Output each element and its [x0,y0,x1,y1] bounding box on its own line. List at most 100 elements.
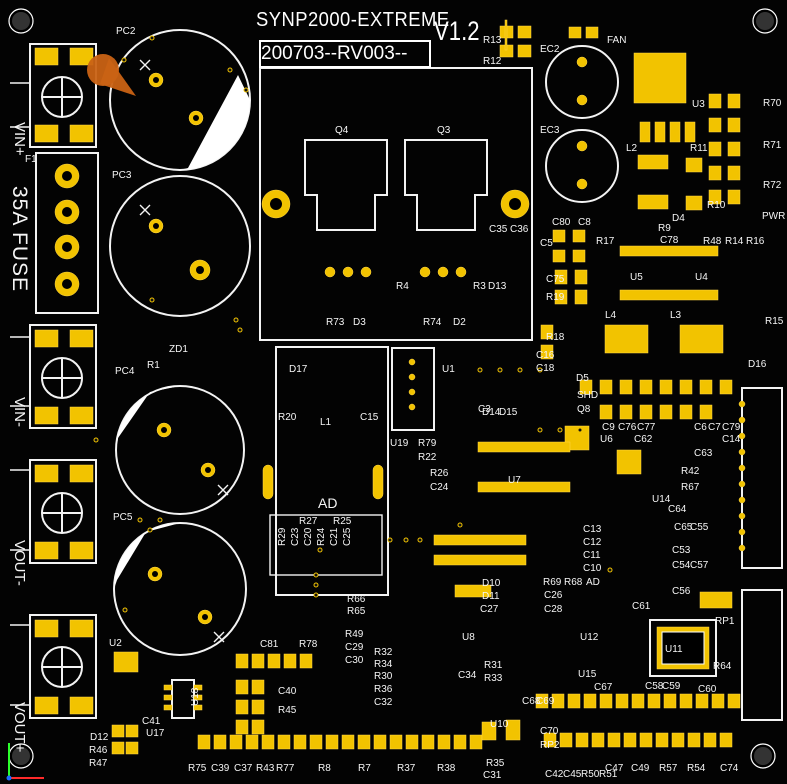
label-c10: C10 [583,563,602,574]
label-c59: C59 [662,681,681,692]
label-c60: C60 [698,684,717,695]
label-r78: R78 [299,639,318,650]
label-c79: C79 [722,422,741,433]
label-c21: C21 [329,527,340,546]
label-c20: C20 [303,527,314,546]
label-r74: R74 [423,317,442,328]
label-c5: C5 [540,238,553,249]
label-r70: R70 [763,98,782,109]
label-u6: U6 [600,434,613,445]
label-u1: U1 [442,364,455,375]
label-r50: R50 [581,769,600,780]
label-r15: R15 [765,316,784,327]
terminal-label-vout-plus: VOUT+ [11,702,28,753]
label-r19: R19 [546,292,565,303]
terminal-blocks [10,43,97,719]
label-c69: C69 [536,696,555,707]
label-u4: U4 [695,272,708,283]
label-f1: F1 [25,154,37,165]
label-c32: C32 [374,697,393,708]
label-r66: R66 [347,594,366,605]
label-r49: R49 [345,629,364,640]
label-fan: FAN [607,35,626,46]
label-r18: R18 [546,332,565,343]
label-r14: R14 [725,236,744,247]
label-r45: R45 [278,705,297,716]
label-r22: R22 [418,452,437,463]
label-u2: U2 [109,638,122,649]
label-pc2: PC2 [116,26,136,37]
label-r26: R26 [430,468,449,479]
label-ad-small: AD [586,577,600,588]
board-revision: 200703--RV003-- [259,40,431,68]
label-c9: C9 [602,422,615,433]
label-r8: R8 [318,763,331,774]
terminal-labels: VIN+ VIN- VOUT- VOUT+ 35A FUSE [8,122,31,753]
terminal-label-vin-minus: VIN- [11,397,28,427]
label-r65: R65 [347,606,366,617]
label-u18: U18 [190,687,201,706]
label-r34: R34 [374,659,393,670]
label-c29: C29 [345,642,364,653]
label-c11: C11 [583,550,601,561]
label-r73: R73 [326,317,345,328]
label-ec2: EC2 [540,44,560,55]
label-c58: C58 [645,681,664,692]
label-c30: C30 [345,655,364,666]
label-c67: C67 [594,682,613,693]
label-u19: U19 [390,438,409,449]
label-c28: C28 [544,604,563,615]
label-r16: R16 [746,236,765,247]
label-zd1: ZD1 [169,344,188,355]
label-d2: D2 [453,317,466,328]
board-version: V1.2 [434,16,480,46]
label-c37: C37 [234,763,253,774]
label-r51: R51 [599,769,618,780]
capacitors-large [87,29,251,656]
label-c6: C6 [694,422,707,433]
label-r38: R38 [437,763,456,774]
label-c23: C23 [290,527,301,546]
fuse-label: 35A FUSE [8,186,31,292]
label-c68: C68 [522,696,541,707]
label-r33: R33 [484,673,503,684]
label-c64: C64 [668,504,687,515]
label-r43: R43 [256,763,275,774]
label-c56: C56 [672,586,691,597]
label-d10: D10 [482,578,501,589]
label-r67: R67 [681,482,700,493]
label-c35: C35 [489,224,508,235]
label-c31: C31 [483,770,502,781]
label-r3: R3 [473,281,486,292]
board-title-block: SYNP2000-EXTREME V1.2 200703--RV003-- [256,8,480,68]
label-c63: C63 [694,448,713,459]
label-r17: R17 [596,236,615,247]
label-c40: C40 [278,686,297,697]
board-title: SYNP2000-EXTREME [256,9,450,31]
label-c54: C54 [672,560,691,571]
label-u3: U3 [692,99,705,110]
label-c26: C26 [544,590,563,601]
label-r31: R31 [484,660,503,671]
label-pc4: PC4 [115,366,135,377]
label-d15: D15 [499,407,518,418]
label-ad-main: AD [318,495,337,511]
label-d3: D3 [353,317,366,328]
label-c27: C27 [480,604,499,615]
label-r75: R75 [188,763,207,774]
label-c74: C74 [720,763,739,774]
right-connectors [738,387,783,721]
label-c14: C14 [722,434,741,445]
label-u7: U7 [508,475,521,486]
label-c57: C57 [690,560,709,571]
vias [93,35,613,613]
label-r9: R9 [658,223,671,234]
label-c53: C53 [672,545,691,556]
label-pc5: PC5 [113,512,133,523]
label-c76: C76 [618,422,637,433]
fuse-holder [35,152,99,314]
smd-pads [111,19,741,755]
component-labels: PC2 PC3 PC4 PC5 R1 ZD1 F1 U2 D12 R46 R47… [25,26,785,781]
